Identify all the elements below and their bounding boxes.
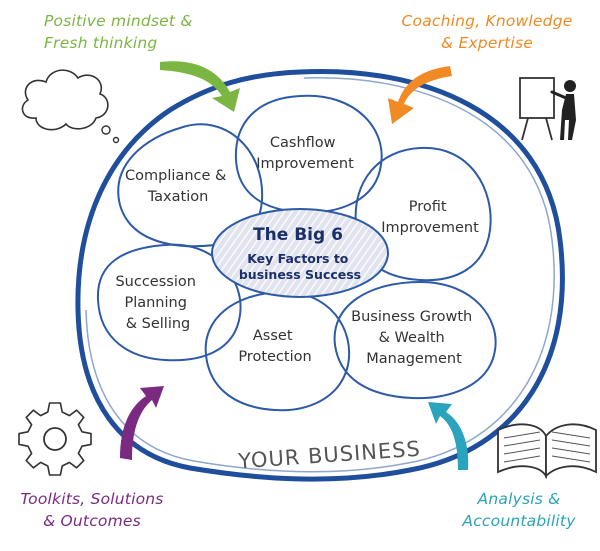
petal-label-growth: Business Growth & Wealth Management xyxy=(351,309,477,367)
open-book-icon xyxy=(497,423,597,480)
presenter-easel-icon xyxy=(519,77,576,141)
petal-asset xyxy=(204,290,351,412)
petal-label-cashflow: Cashflow Improvement xyxy=(256,135,354,172)
petal-label-compliance: Compliance & Taxation xyxy=(125,168,231,205)
caption-line: & Outcomes xyxy=(43,512,141,530)
caption-line: Toolkits, Solutions xyxy=(20,490,164,508)
caption-line: Fresh thinking xyxy=(44,34,158,52)
purple-arrow xyxy=(120,386,164,460)
caption-line: Positive mindset & xyxy=(44,12,193,30)
petal-growth xyxy=(333,280,497,400)
petal-label-asset: Asset Protection xyxy=(238,328,311,365)
caption-line: & Expertise xyxy=(441,34,533,52)
petal-profit xyxy=(354,146,492,282)
thought-cloud-bubble-2 xyxy=(112,136,120,144)
petal-cashflow xyxy=(234,94,383,214)
caption-coaching: Coaching, Knowledge & Expertise xyxy=(398,10,576,54)
caption-line: Accountability xyxy=(462,512,576,530)
center-subtitle: Key Factors to business Success xyxy=(239,251,361,282)
center-title: The Big 6 xyxy=(253,225,343,245)
business-ring xyxy=(75,68,565,482)
caption-line: Coaching, Knowledge xyxy=(401,12,573,30)
your-business-label: YOUR BUSINESS xyxy=(237,437,422,474)
teal-arrow xyxy=(428,402,469,470)
petal-label-profit: Profit Improvement xyxy=(381,199,479,236)
caption-toolkits: Toolkits, Solutions & Outcomes xyxy=(8,488,176,532)
thought-cloud-bubble-1 xyxy=(101,125,111,135)
green-arrow xyxy=(160,61,240,112)
caption-analysis: Analysis & Accountability xyxy=(452,488,586,532)
orange-arrow xyxy=(388,66,452,124)
caption-positive-mindset: Positive mindset & Fresh thinking xyxy=(44,10,193,54)
gear-icon xyxy=(18,402,92,476)
center-ellipse xyxy=(211,208,389,298)
petal-label-succession: Succession Planning & Selling xyxy=(115,274,200,332)
thought-cloud-icon xyxy=(21,69,109,131)
caption-line: Analysis & xyxy=(477,490,561,508)
